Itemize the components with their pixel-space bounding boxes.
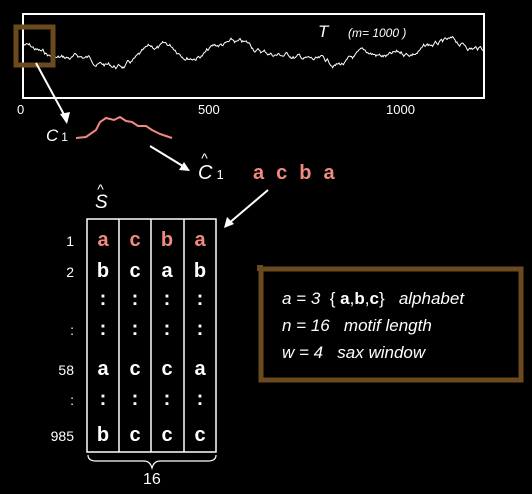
- subsequence-highlight-box: [13, 24, 56, 68]
- brace-label: 16: [143, 471, 161, 488]
- param-sax-window: w = 4 sax window: [282, 343, 426, 362]
- axis-tick-1000: 1000: [386, 102, 415, 117]
- c1-subsequence-curve: [75, 115, 173, 139]
- matrix-cell: :: [99, 388, 107, 410]
- matrix-cell: b: [193, 260, 207, 282]
- matrix-cell: :: [99, 318, 107, 340]
- matrix-cell: c: [194, 424, 206, 446]
- axis-tick-0: 0: [17, 102, 25, 117]
- matrix-cell: :: [99, 288, 107, 310]
- arrow-head-matrix: [224, 217, 234, 228]
- parameters-box-handle: [257, 265, 263, 271]
- arrow-to-sax: [149, 145, 187, 169]
- matrix-row-label: 1: [66, 233, 74, 249]
- sax-letter: b: [299, 162, 312, 184]
- matrix-cell: b: [160, 229, 174, 251]
- matrix-brace: [87, 454, 217, 471]
- matrix-cell: :: [131, 388, 139, 410]
- parameters-box: [258, 266, 524, 383]
- arrow-to-c1: [35, 62, 68, 121]
- matrix-row-label: 58: [58, 362, 74, 378]
- matrix-cell: :: [131, 288, 139, 310]
- arrow-to-matrix: [227, 189, 269, 225]
- sax-letter: a: [253, 162, 265, 184]
- sax-letter: c: [276, 162, 288, 184]
- matrix-hat: ^: [97, 181, 104, 197]
- matrix-cell: :: [163, 318, 171, 340]
- matrix-row-label: :: [70, 322, 74, 338]
- matrix-cell: a: [97, 229, 109, 251]
- matrix-cell: :: [163, 388, 171, 410]
- matrix-cell: c: [161, 358, 173, 380]
- series-length-label: (m= 1000 ): [348, 26, 407, 40]
- time-series-line: [23, 35, 484, 70]
- sax-letter: a: [323, 162, 335, 184]
- matrix-cell: c: [129, 424, 141, 446]
- param-alphabet: a = 3 { a,b,c} alphabet: [282, 289, 465, 308]
- arrow-head-sax: [179, 162, 190, 171]
- matrix-row-label: 985: [50, 428, 74, 444]
- matrix-row-label: 2: [66, 264, 74, 280]
- matrix-cell: a: [97, 358, 109, 380]
- matrix-cell: a: [161, 260, 173, 282]
- matrix-cell: c: [129, 229, 141, 251]
- param-motif-length: n = 16 motif length: [282, 316, 432, 335]
- matrix-cell: a: [194, 229, 206, 251]
- matrix-cell: a: [194, 358, 206, 380]
- axis-tick-500: 500: [198, 102, 220, 117]
- matrix-cell: c: [129, 260, 141, 282]
- matrix-cell: :: [131, 318, 139, 340]
- sax-hat: ^: [201, 150, 208, 166]
- matrix-cell: b: [96, 424, 110, 446]
- matrix-cell: b: [96, 260, 110, 282]
- arrow-head-c1: [60, 112, 70, 124]
- series-label: T: [318, 22, 329, 41]
- matrix-cell: :: [196, 318, 204, 340]
- matrix-cell: :: [196, 288, 204, 310]
- matrix-cell: :: [196, 388, 204, 410]
- matrix-cell: :: [163, 288, 171, 310]
- time-series-frame: [22, 13, 485, 99]
- matrix-cell: c: [161, 424, 173, 446]
- matrix-label: S: [95, 192, 108, 213]
- matrix-cell: c: [129, 358, 141, 380]
- matrix-row-label: :: [70, 392, 74, 408]
